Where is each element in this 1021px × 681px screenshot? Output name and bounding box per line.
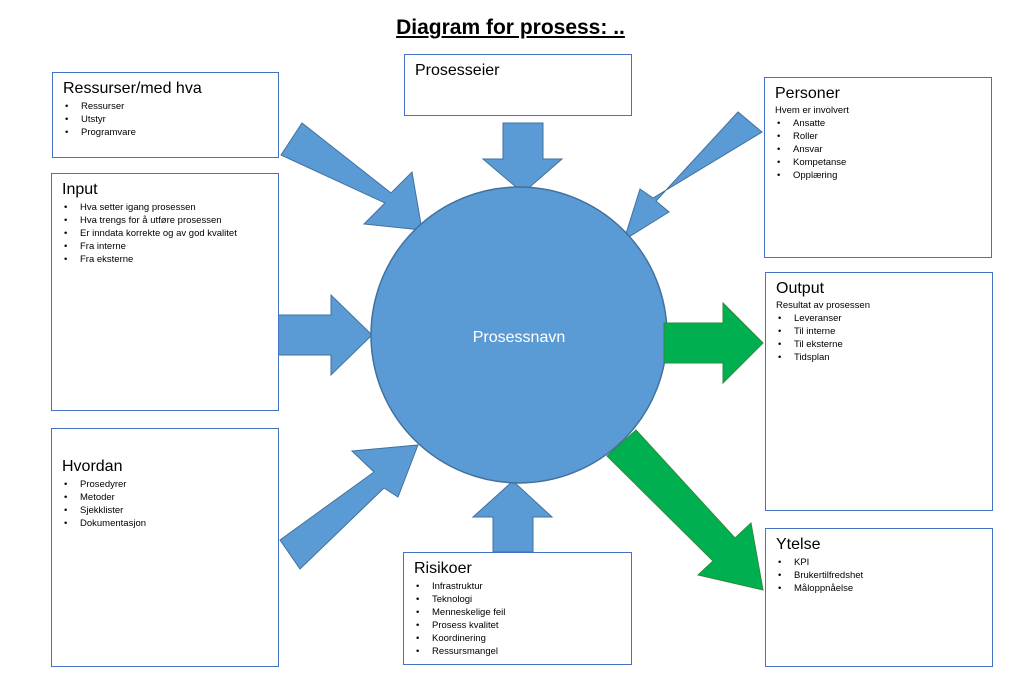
box-prosesseier: Prosesseier [404,54,632,116]
box-output-title: Output [776,280,825,297]
arrow-process-to-output [663,301,764,385]
box-ressurser: Ressurser/med hva Ressurser Utstyr Progr… [52,72,279,158]
list-item: Roller [775,130,983,143]
list-item: Er inndata korrekte og av god kvalitet [62,227,270,240]
box-input-list: Hva setter igang prosessen Hva trengs fo… [62,201,270,266]
list-item: Infrastruktur [414,580,623,593]
box-personer-subtitle: Hvem er involvert [775,105,849,116]
box-output-subtitle: Resultat av prosessen [776,300,870,311]
arrow-ressurser-to-process [280,122,423,231]
box-ytelse: Ytelse KPI Brukertilfredshet Måloppnåels… [765,528,993,667]
box-risikoer: Risikoer Infrastruktur Teknologi Mennesk… [403,552,632,665]
box-output-list: Leveranser Til interne Til eksterne Tids… [776,312,984,364]
box-input-title: Input [62,181,98,198]
arrow-input-to-process [277,293,373,377]
list-item: Tidsplan [776,351,984,364]
box-ytelse-list: KPI Brukertilfredshet Måloppnåelse [776,556,984,595]
list-item: Hva trengs for å utføre prosessen [62,214,270,227]
list-item: Teknologi [414,593,623,606]
arrow-process-to-ytelse [606,429,764,591]
box-prosesseier-title: Prosesseier [415,62,500,79]
arrow-risikoer-to-process [471,480,554,553]
list-item: Fra interne [62,240,270,253]
list-item: Opplæring [775,169,983,182]
list-item: Brukertilfredshet [776,569,984,582]
box-risikoer-title: Risikoer [414,560,472,577]
list-item: Ressurser [63,100,270,113]
arrow-prosesseier-to-process [481,122,564,194]
box-hvordan: Hvordan Prosedyrer Metoder Sjekklister D… [51,428,279,667]
list-item: Sjekklister [62,504,270,517]
list-item: Prosedyrer [62,478,270,491]
list-item: Menneskelige feil [414,606,623,619]
process-name-label: Prosessnavn [472,329,566,346]
list-item: Måloppnåelse [776,582,984,595]
box-personer: Personer Hvem er involvert Ansatte Rolle… [764,77,992,258]
box-personer-title: Personer [775,85,840,102]
box-input: Input Hva setter igang prosessen Hva tre… [51,173,279,411]
box-ressurser-list: Ressurser Utstyr Programvare [63,100,270,139]
list-item: Dokumentasjon [62,517,270,530]
arrow-personer-to-process [623,111,763,242]
list-item: Ansatte [775,117,983,130]
box-risikoer-list: Infrastruktur Teknologi Menneskelige fei… [414,580,623,658]
list-item: Kompetanse [775,156,983,169]
list-item: Hva setter igang prosessen [62,201,270,214]
list-item: Prosess kvalitet [414,619,623,632]
box-output: Output Resultat av prosessen Leveranser … [765,272,993,511]
list-item: Fra eksterne [62,253,270,266]
box-hvordan-list: Prosedyrer Metoder Sjekklister Dokumenta… [62,478,270,530]
list-item: Koordinering [414,632,623,645]
list-item: Til eksterne [776,338,984,351]
box-ressurser-title: Ressurser/med hva [63,80,202,97]
list-item: Til interne [776,325,984,338]
list-item: Programvare [63,126,270,139]
box-hvordan-title: Hvordan [62,458,123,475]
box-personer-list: Ansatte Roller Ansvar Kompetanse Opplæri… [775,117,983,182]
list-item: Ansvar [775,143,983,156]
box-ytelse-title: Ytelse [776,536,821,553]
list-item: Utstyr [63,113,270,126]
list-item: Metoder [62,491,270,504]
arrow-hvordan-to-process [279,444,419,570]
list-item: Leveranser [776,312,984,325]
list-item: Ressursmangel [414,645,623,658]
list-item: KPI [776,556,984,569]
diagram-title: Diagram for prosess: .. [396,16,625,39]
